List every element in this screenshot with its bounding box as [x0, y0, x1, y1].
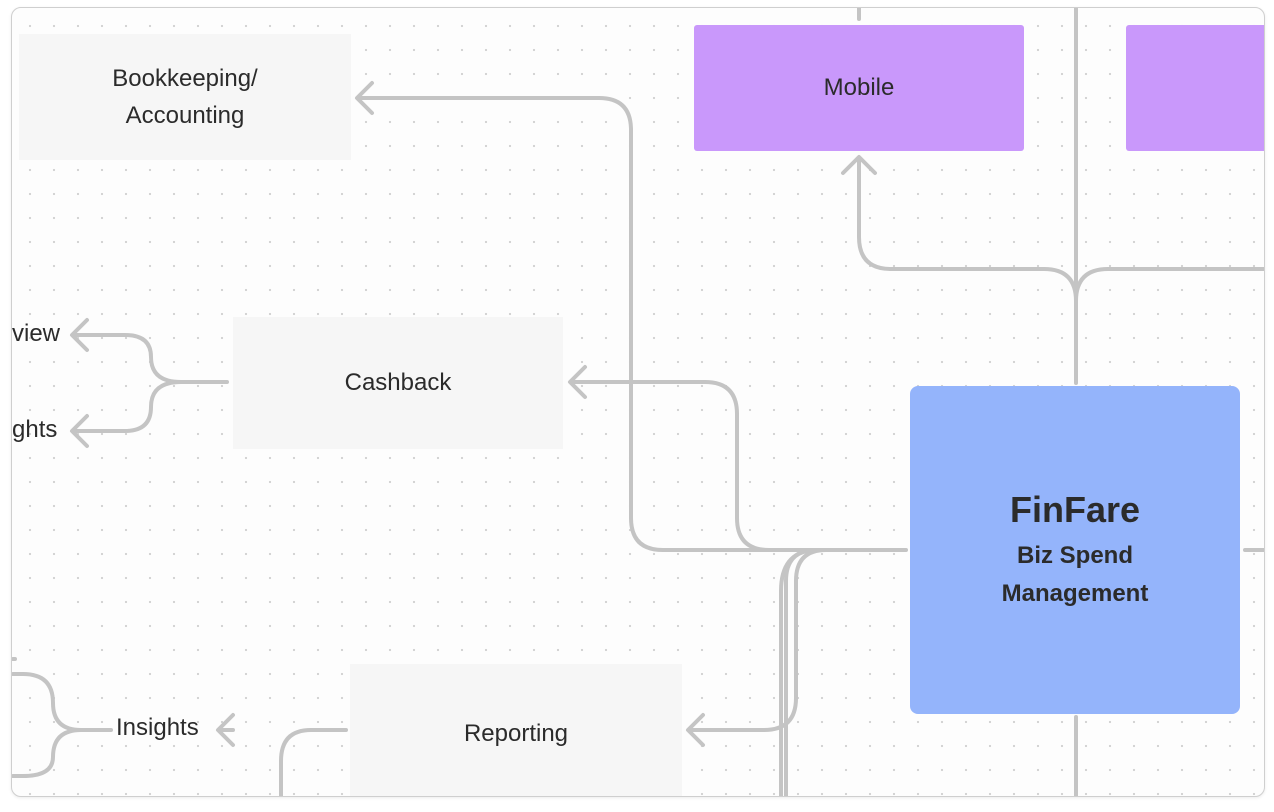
arrowhead-cashback	[568, 365, 587, 399]
connector-to-mobile	[857, 157, 1078, 303]
node-right-partial[interactable]	[1126, 25, 1264, 151]
connector-left-branch-2	[12, 728, 83, 778]
node-finfare[interactable]: FinFare Biz Spend Management	[910, 386, 1240, 714]
arrowhead-overview	[70, 318, 89, 352]
arrowhead-mobile	[841, 155, 877, 175]
canvas[interactable]: Bookkeeping/ Accounting Mobile Cashback …	[11, 7, 1265, 797]
connector-to-reporting	[687, 548, 828, 732]
node-mobile-label: Mobile	[823, 74, 895, 102]
connector-to-bookkeeping	[356, 96, 833, 552]
connector-lines	[12, 8, 1264, 796]
node-reporting-label: Reporting	[463, 720, 569, 748]
node-bookkeeping[interactable]: Bookkeeping/ Accounting	[19, 34, 351, 160]
label-insights-partial[interactable]: ghts	[12, 416, 58, 443]
arrowhead-insights-top	[70, 414, 89, 448]
connector-left-branch	[12, 672, 113, 732]
node-bookkeeping-line1: Bookkeeping/	[112, 64, 258, 92]
label-overview-partial[interactable]: view	[12, 320, 61, 347]
connector-cashback-children	[71, 333, 229, 384]
connector-cashback-children-2	[71, 380, 183, 433]
connector-down-2	[779, 548, 815, 796]
node-cashback[interactable]: Cashback	[233, 317, 563, 449]
node-finfare-subtitle-line1: Biz Spend	[1016, 542, 1133, 570]
connector-to-cashback	[569, 380, 803, 552]
connector-down-1	[784, 548, 818, 796]
node-cashback-label: Cashback	[344, 369, 452, 397]
node-mobile[interactable]: Mobile	[694, 25, 1024, 151]
arrowhead-insights	[216, 713, 235, 747]
node-finfare-subtitle-line2: Management	[1001, 579, 1149, 607]
node-finfare-title: FinFare	[1009, 489, 1141, 531]
label-insights[interactable]: Insights	[116, 714, 199, 741]
node-reporting[interactable]: Reporting	[350, 664, 682, 796]
connector-to-right	[1074, 267, 1264, 303]
node-bookkeeping-line2: Accounting	[125, 102, 245, 129]
connector-reporting-children	[279, 728, 348, 796]
arrowhead-reporting	[686, 713, 705, 747]
arrowhead-bookkeeping	[355, 81, 374, 115]
